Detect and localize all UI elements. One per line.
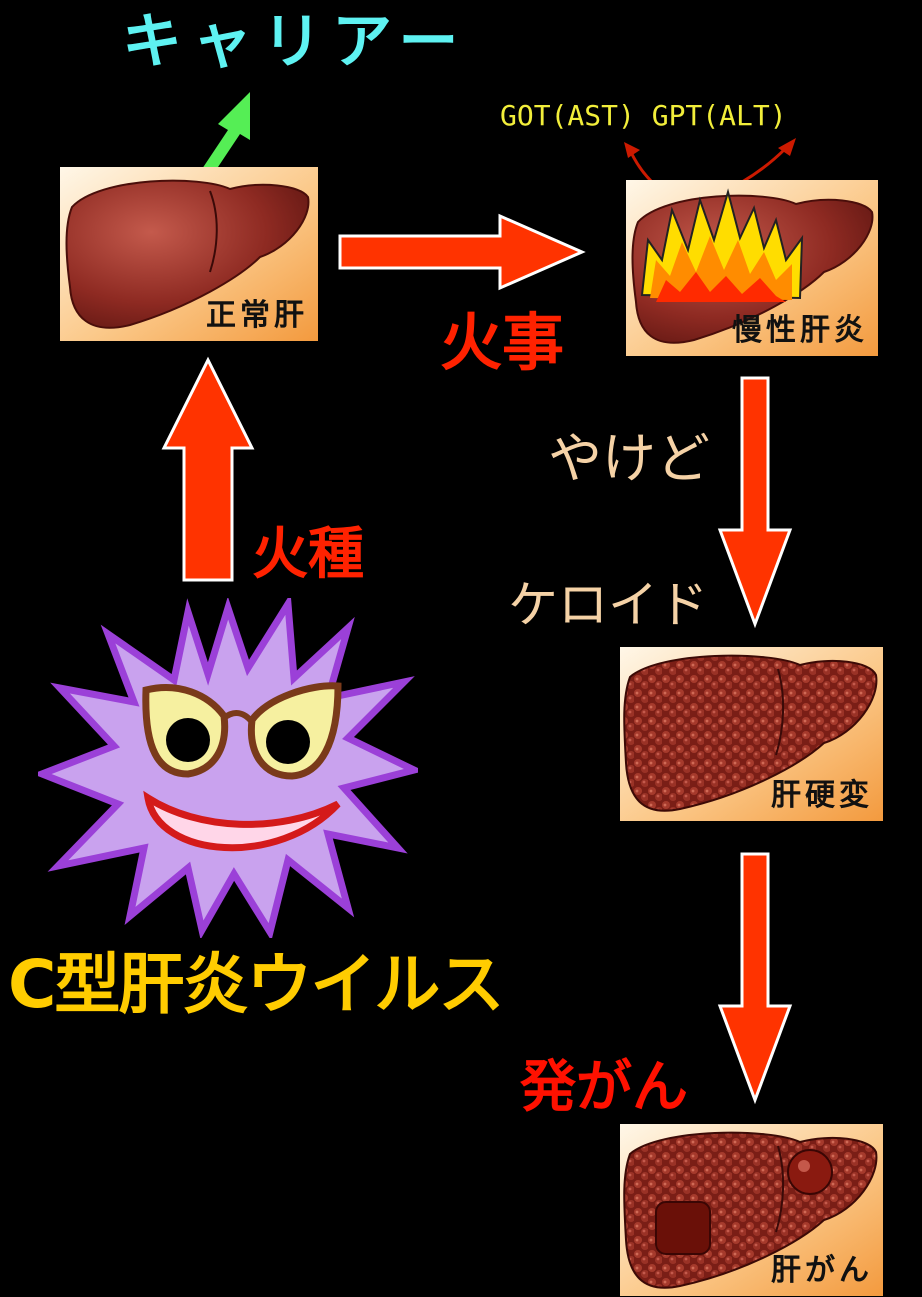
cancer-liver-image: [620, 1124, 883, 1296]
normal-liver-label: 正常肝: [206, 298, 308, 333]
fire-label: 火事: [440, 306, 565, 379]
normal-liver-card: 正常肝: [60, 167, 318, 341]
ember-label: 火種: [252, 522, 364, 587]
keloid-label: ケロイド: [508, 576, 708, 634]
hepatitis-c-virus-icon: [38, 598, 418, 938]
liver-cancer-card: 肝がん: [620, 1124, 883, 1296]
virus-body: [38, 598, 418, 938]
enzyme-leak-arrows: [624, 138, 796, 184]
virus-label: C型肝炎ウイルス: [8, 946, 504, 1023]
normal-liver-image: [60, 167, 318, 341]
cirrhosis-liver-image: [620, 647, 883, 821]
carrier-arrow: [200, 92, 250, 176]
burn-arrow: [717, 376, 793, 629]
carrier-title: キャリアー: [122, 7, 469, 77]
ember-arrow: [161, 356, 255, 582]
chronic-hepatitis-label: 慢性肝炎: [732, 313, 868, 348]
tumor-icon: [655, 1149, 833, 1255]
carcinogenesis-arrow: [717, 852, 793, 1105]
cirrhosis-card: 肝硬変: [620, 647, 883, 821]
liver-cancer-label: 肝がん: [771, 1253, 873, 1288]
burn-label: やけど: [548, 427, 710, 490]
fire-arrow: [338, 213, 586, 291]
enzymes-label: GOT(AST) GPT(ALT): [500, 99, 787, 132]
chronic-liver-image: [626, 180, 878, 356]
fire-icon: [640, 188, 804, 302]
carcinogenesis-label: 発がん: [520, 1055, 688, 1120]
chronic-hepatitis-card: 慢性肝炎: [626, 180, 878, 356]
cirrhosis-label: 肝硬変: [771, 778, 873, 813]
